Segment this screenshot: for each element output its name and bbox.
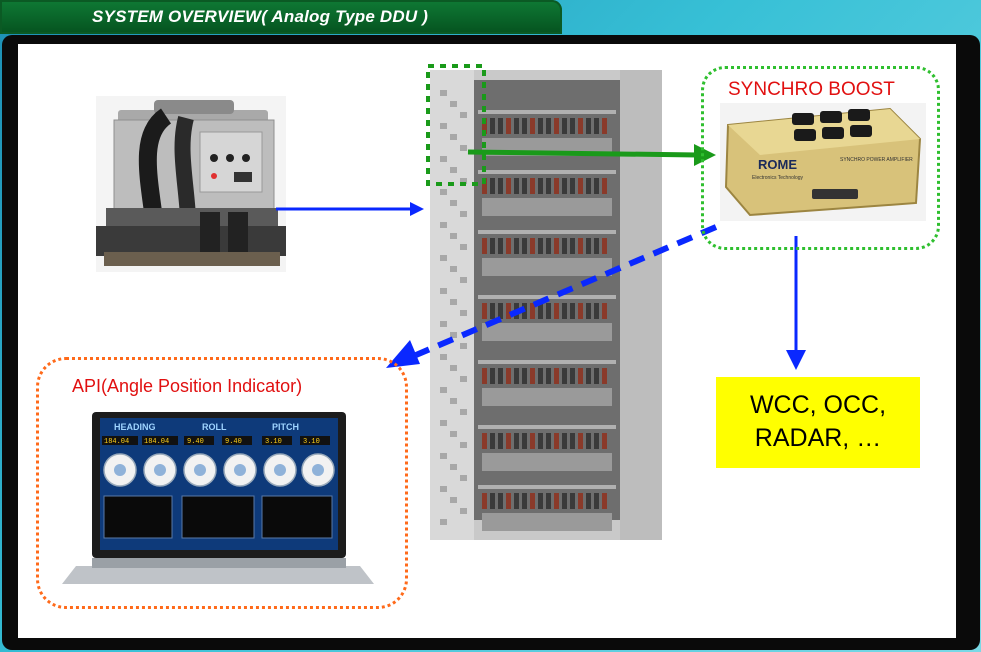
page-title: SYSTEM OVERVIEW( Analog Type DDU ) bbox=[92, 7, 429, 26]
api-screen-heading: HEADING bbox=[114, 422, 156, 432]
synchro-boost-group bbox=[701, 66, 940, 250]
arrow-ddu-to-booster bbox=[467, 149, 699, 158]
synchro-booster-photo: ROME Electronics Technology SYNCHRO POWE… bbox=[720, 103, 926, 221]
arrow-booster-to-api bbox=[414, 224, 718, 358]
api-laptop-photo: HEADING ROLL PITCH 184.04 184.04 9.40 9.… bbox=[62, 408, 374, 588]
arrowhead-ddu-to-booster bbox=[694, 144, 716, 166]
api-readout-4: 9.40 bbox=[225, 438, 242, 446]
api-readout-3: 9.40 bbox=[187, 438, 204, 446]
output-line-2: RADAR, … bbox=[754, 424, 882, 452]
api-label: API(Angle Position Indicator) bbox=[72, 376, 303, 396]
arrowhead-booster-to-output bbox=[786, 350, 806, 370]
api-readout-5: 3.10 bbox=[265, 438, 282, 446]
cabinet-highlight bbox=[426, 64, 486, 186]
booster-brand-sub: Electronics Technology bbox=[752, 175, 804, 181]
synchro-transmitter-photo bbox=[96, 96, 286, 272]
output-line-1: WCC, OCC, bbox=[749, 391, 887, 419]
arrowhead-transmitter-to-ddu bbox=[410, 202, 424, 216]
booster-plate: SYNCHRO POWER AMPLIFIER bbox=[840, 157, 913, 163]
api-screen-roll: ROLL bbox=[202, 422, 227, 432]
booster-brand: ROME bbox=[758, 157, 797, 172]
api-group bbox=[36, 357, 408, 609]
api-screen-pitch: PITCH bbox=[272, 422, 299, 432]
api-readout-6: 3.10 bbox=[303, 438, 320, 446]
api-readout-2: 184.04 bbox=[144, 438, 169, 446]
synchro-boost-label: SYNCHRO BOOST bbox=[728, 79, 895, 100]
api-readout-1: 184.04 bbox=[104, 438, 129, 446]
output-systems-box: WCC, OCC, RADAR, … bbox=[716, 377, 920, 468]
title-tab: SYSTEM OVERVIEW( Analog Type DDU ) bbox=[0, 0, 562, 34]
